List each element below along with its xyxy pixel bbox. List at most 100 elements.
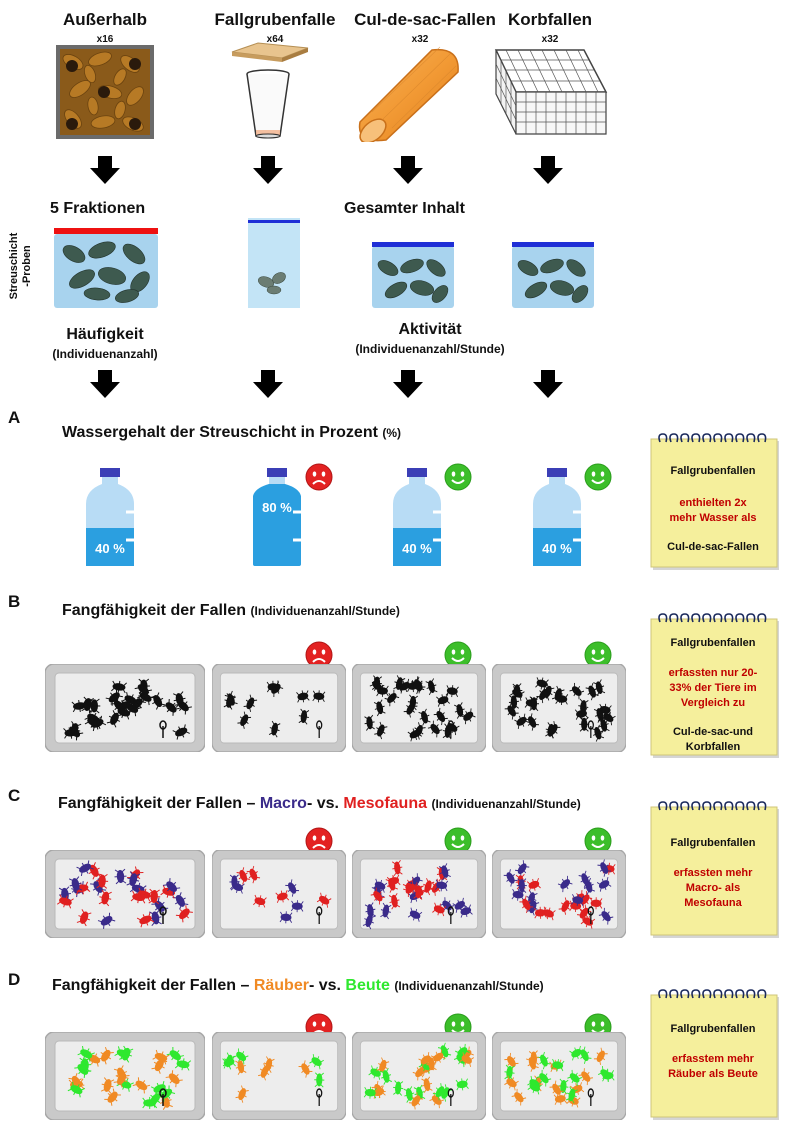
section-letter-a: A [8, 408, 21, 427]
sample-tray [492, 664, 626, 752]
section-letter-b: B [8, 592, 21, 611]
column-count-pitfall: x64 [266, 34, 284, 45]
sample-tray [212, 850, 346, 938]
sample-tray [352, 1032, 486, 1120]
section-letter-c: C [8, 786, 21, 805]
section-c-title-text: Fangfähigkeit der Fallen – [58, 795, 256, 812]
water-bottle: 40 % [78, 466, 142, 573]
water-bottle: 40 % [385, 466, 449, 573]
section-b-title-text: Fangfähigkeit der Fallen [62, 602, 247, 619]
column-title-pitfall: Fallgrubenfalle [214, 10, 336, 29]
column-count-culdesac: x32 [411, 34, 429, 45]
column-title-basket: Korbfallen [507, 10, 593, 29]
litter-sample-box-culdesac [372, 242, 454, 308]
note-card-d: Fallgrubenfallen erfasstem mehr Räuber a… [648, 988, 784, 1122]
notepad-icon [650, 989, 779, 1120]
notepad-icon [650, 801, 779, 938]
note-b-line-3: 33% der Tiere im [669, 682, 757, 694]
sample-tray [352, 850, 486, 938]
leaf-litter-square-image [56, 45, 154, 139]
sample-tray [45, 850, 205, 938]
litter-samples-side-label: Streuschicht -Proben [8, 231, 34, 301]
note-b-line-4: Vergleich zu [680, 697, 746, 709]
water-bottle-icon [86, 468, 140, 566]
section-letter-d: D [8, 970, 21, 989]
water-percentage: 40 % [95, 541, 125, 556]
note-d-line-1: Fallgrubenfallen [670, 1023, 756, 1035]
note-d-line-3: Räuber als Beute [668, 1068, 758, 1080]
basket-trap-image [494, 49, 608, 135]
activity-label: Aktivität [398, 321, 462, 338]
cul-de-sac-trap-image [358, 46, 459, 142]
section-d-paren: (Individuenanzahl/Stunde) [394, 979, 544, 993]
note-a-line-1: Fallgrubenfallen [670, 465, 756, 477]
section-d-vs: - vs. [308, 977, 341, 994]
note-b-line-6: Korbfallen [685, 741, 741, 753]
section-b-title: Fangfähigkeit der Fallen (Individuenanza… [62, 602, 400, 620]
note-c-line-4: Mesofauna [684, 897, 742, 909]
abundance-label: Häufigkeit [66, 326, 144, 343]
note-a-line-2: enthielten 2x [679, 497, 747, 509]
note-c-line-1: Fallgrubenfallen [670, 837, 756, 849]
sad-face-icon [305, 463, 333, 491]
section-d-title-text: Fangfähigkeit der Fallen – [52, 977, 250, 994]
section-c-paren: (Individuenanzahl/Stunde) [431, 797, 581, 811]
litter-sample-bag-pitfall [248, 218, 300, 308]
fractions-label: 5 Fraktionen [50, 200, 146, 217]
water-percentage: 80 % [262, 500, 292, 515]
note-a-line-3: mehr Wasser als [669, 512, 757, 524]
abundance-sublabel: (Individuenanzahl) [52, 347, 158, 361]
water-bottle: 40 % [525, 466, 589, 573]
water-bottle-icon [253, 468, 307, 566]
note-card-b: Fallgrubenfallen erfassten nur 20- 33% d… [648, 612, 784, 760]
sample-tray [45, 1032, 205, 1120]
down-arrow-icon [253, 156, 283, 184]
down-arrow-icon [90, 156, 120, 184]
section-b-paren: (Individuenanzahl/Stunde) [250, 604, 400, 618]
litter-sample-box-basket [512, 242, 594, 308]
column-count-outside: x16 [96, 34, 114, 45]
section-c-vs: - vs. [306, 795, 339, 812]
sample-tray [212, 664, 346, 752]
section-c-title: Fangfähigkeit der Fallen – Macro- vs. Me… [58, 795, 581, 813]
litter-sample-box-fractions [54, 228, 158, 308]
column-title-outside: Außerhalb [62, 10, 148, 29]
section-d-predator: Räuber [253, 977, 309, 994]
notepad-icon [650, 433, 779, 570]
column-title-culdesac: Cul-de-sac-Fallen [354, 10, 496, 29]
down-arrow-icon [90, 370, 120, 398]
down-arrow-icon [393, 370, 423, 398]
water-bottle-icon [533, 468, 587, 566]
section-c-macro: Macro [259, 795, 307, 812]
section-a-unit: (%) [382, 426, 402, 440]
section-a-title: Wassergehalt der Streuschicht in Prozent… [62, 424, 401, 442]
note-card-c: Fallgrubenfallen erfassten mehr Macro- a… [648, 800, 784, 940]
sample-tray [212, 1032, 346, 1120]
water-bottle-icon [393, 468, 447, 566]
note-c-line-2: erfassten mehr [673, 867, 753, 879]
note-b-line-1: Fallgrubenfallen [670, 637, 756, 649]
sample-tray [492, 1032, 626, 1120]
note-b-line-2: erfassten nur 20- [668, 667, 758, 679]
section-d-title: Fangfähigkeit der Fallen – Räuber- vs. B… [52, 977, 544, 995]
happy-face-icon [444, 463, 472, 491]
down-arrow-icon [533, 156, 563, 184]
note-card-a: Fallgrubenfallen enthielten 2x mehr Wass… [648, 432, 784, 572]
section-c-meso: Mesofauna [343, 795, 427, 812]
water-percentage: 40 % [402, 541, 432, 556]
column-count-basket: x32 [541, 34, 559, 45]
down-arrow-icon [253, 370, 283, 398]
water-bottle: 80 % [245, 466, 309, 573]
section-a-title-text: Wassergehalt der Streuschicht in Prozent [62, 424, 378, 441]
note-b-line-5: Cul-de-sac-und [672, 726, 754, 738]
down-arrow-icon [533, 370, 563, 398]
activity-sublabel: (Individuenanzahl/Stunde) [355, 342, 505, 356]
side-label-line-1: Streuschicht [8, 232, 20, 300]
water-percentage: 40 % [542, 541, 572, 556]
section-d-prey: Beute [345, 977, 390, 994]
note-a-line-4: Cul-de-sac-Fallen [667, 541, 759, 553]
down-arrow-icon [393, 156, 423, 184]
side-label-line-2: -Proben [21, 245, 33, 287]
sample-tray [492, 850, 626, 938]
notepad-icon [650, 613, 779, 758]
